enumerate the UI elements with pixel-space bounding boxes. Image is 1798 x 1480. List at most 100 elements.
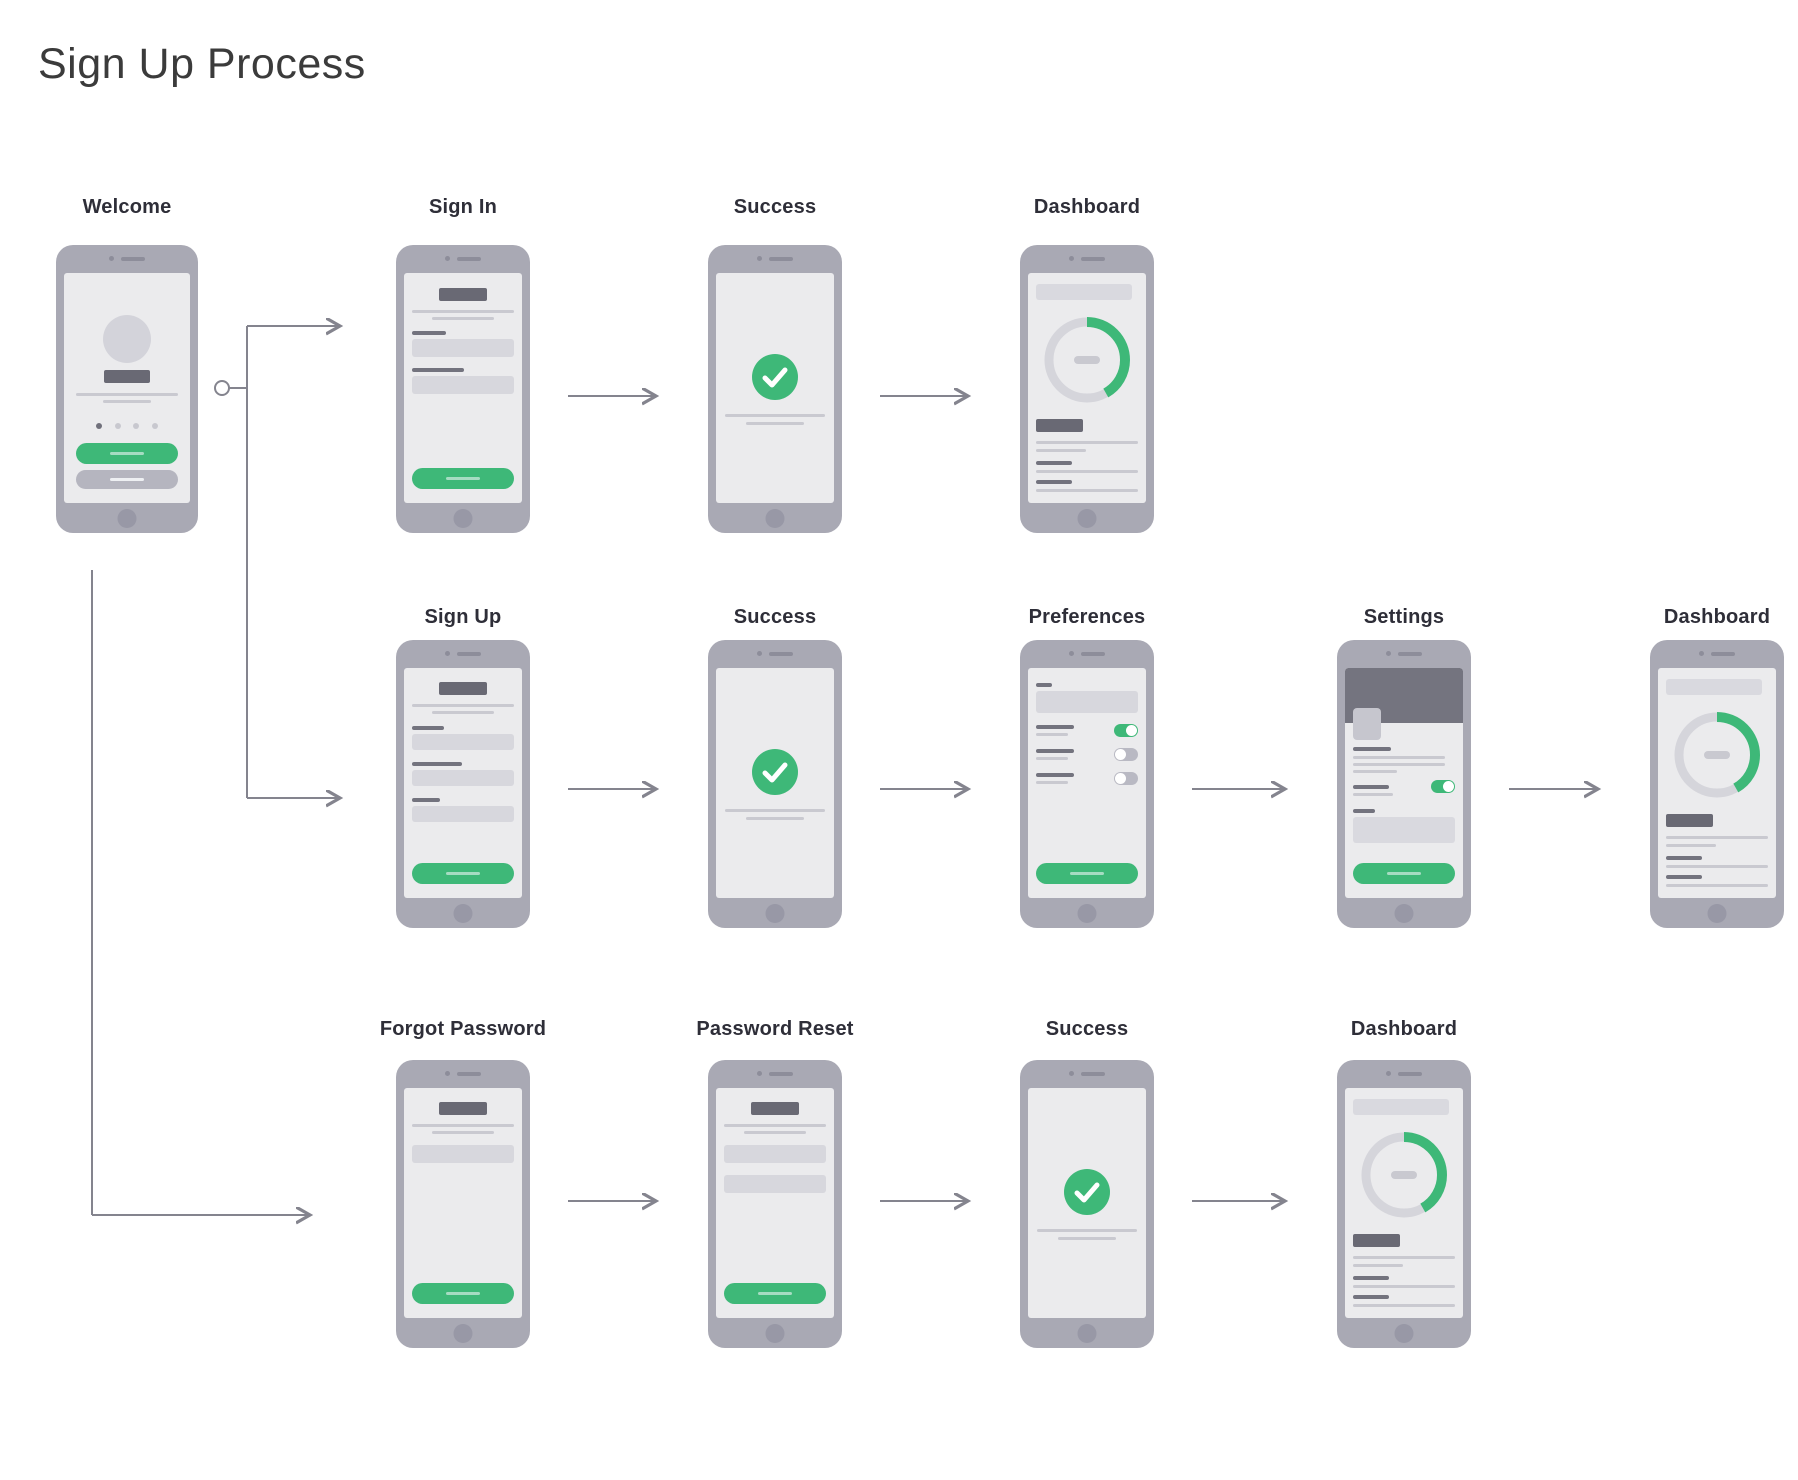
field-label [412, 368, 464, 372]
camera-dot-icon [1699, 651, 1704, 656]
input-field [724, 1145, 826, 1163]
camera-dot-icon [445, 651, 450, 656]
phone-screen [716, 668, 834, 898]
toggle-off [1114, 748, 1138, 761]
phone-settings [1337, 640, 1471, 928]
input-field [1036, 691, 1138, 713]
donut-center-line [1074, 356, 1100, 364]
text-line [432, 1131, 494, 1134]
speaker-bar-icon [121, 256, 145, 261]
speaker-bar-icon [769, 256, 793, 261]
camera-dot-icon [1069, 651, 1074, 656]
text-line [1353, 1285, 1455, 1288]
screen-label: Dashboard [1350, 1018, 1458, 1040]
phone-forgot-password [396, 1060, 530, 1348]
button-label-line [446, 477, 480, 480]
home-button-icon [1394, 1324, 1414, 1343]
screen-label: Forgot Password [379, 1018, 547, 1040]
phone-screen [1658, 668, 1776, 898]
primary-button [412, 863, 514, 884]
camera-dot-icon [757, 1071, 762, 1076]
phone-dashboard [1650, 640, 1784, 928]
primary-button [76, 443, 178, 464]
phone-speaker [1386, 651, 1422, 656]
screen-label: Settings [1363, 606, 1445, 628]
phone-sign-in [396, 245, 530, 533]
text-line [1036, 781, 1068, 784]
input-field [412, 1145, 514, 1163]
input-field [412, 770, 514, 786]
toggle-knob [1115, 773, 1126, 784]
home-button-icon [765, 509, 785, 528]
text-line [1353, 1256, 1455, 1259]
button-label-line [110, 478, 144, 481]
phone-screen [1028, 1088, 1146, 1318]
section-label [1036, 683, 1052, 687]
primary-button [412, 468, 514, 489]
text-line [1666, 836, 1768, 839]
screen-label: Success [733, 196, 817, 218]
camera-dot-icon [1386, 1071, 1391, 1076]
phone-speaker [445, 651, 481, 656]
button-label-line [758, 1292, 792, 1295]
list-label [1666, 875, 1702, 879]
text-line [103, 400, 151, 403]
text-line [1666, 844, 1716, 847]
title-block [751, 1102, 799, 1115]
text-line [1037, 1229, 1137, 1232]
phone-speaker [445, 256, 481, 261]
phone-speaker [757, 256, 793, 261]
primary-button [1353, 863, 1455, 884]
phone-speaker [1069, 1071, 1105, 1076]
phone-welcome [56, 245, 198, 533]
button-label-line [110, 452, 144, 455]
progress-donut-chart [1673, 711, 1761, 799]
text-line [432, 711, 494, 714]
phone-password-reset [708, 1060, 842, 1348]
carousel-dot [151, 423, 158, 429]
phone-speaker [757, 651, 793, 656]
text-line [746, 817, 804, 820]
speaker-bar-icon [769, 1071, 793, 1076]
text-line [432, 317, 494, 320]
speaker-bar-icon [1081, 256, 1105, 261]
speaker-bar-icon [457, 651, 481, 656]
text-line [1666, 865, 1768, 868]
camera-dot-icon [445, 256, 450, 261]
home-button-icon [1394, 904, 1414, 923]
camera-dot-icon [1069, 1071, 1074, 1076]
primary-button [1036, 863, 1138, 884]
phone-screen [1028, 668, 1146, 898]
home-button-icon [453, 1324, 473, 1343]
screen-label: Success [1045, 1018, 1129, 1040]
pref-label [1036, 725, 1074, 729]
speaker-bar-icon [457, 1071, 481, 1076]
phone-speaker [1386, 1071, 1422, 1076]
phone-screen [1345, 668, 1463, 898]
speaker-bar-icon [1711, 651, 1735, 656]
phone-screen [404, 1088, 522, 1318]
camera-dot-icon [757, 256, 762, 261]
screen-label: Preferences [1028, 606, 1146, 628]
speaker-bar-icon [1081, 1071, 1105, 1076]
avatar [103, 315, 151, 363]
toggle-knob [1126, 725, 1137, 736]
progress-donut-chart [1043, 316, 1131, 404]
pref-label [1036, 773, 1074, 777]
home-button-icon [765, 904, 785, 923]
screen-label: Sign Up [424, 606, 502, 628]
speaker-bar-icon [1398, 1071, 1422, 1076]
home-button-icon [1077, 1324, 1097, 1343]
home-button-icon [453, 904, 473, 923]
home-button-icon [117, 509, 137, 528]
title-block [104, 370, 150, 383]
primary-button [412, 1283, 514, 1304]
text-line [76, 393, 178, 396]
carousel-dot [96, 423, 102, 429]
speaker-bar-icon [1398, 651, 1422, 656]
phone-success [708, 245, 842, 533]
text-line [1666, 884, 1768, 887]
text-line [1353, 763, 1445, 766]
speaker-bar-icon [457, 256, 481, 261]
camera-dot-icon [445, 1071, 450, 1076]
